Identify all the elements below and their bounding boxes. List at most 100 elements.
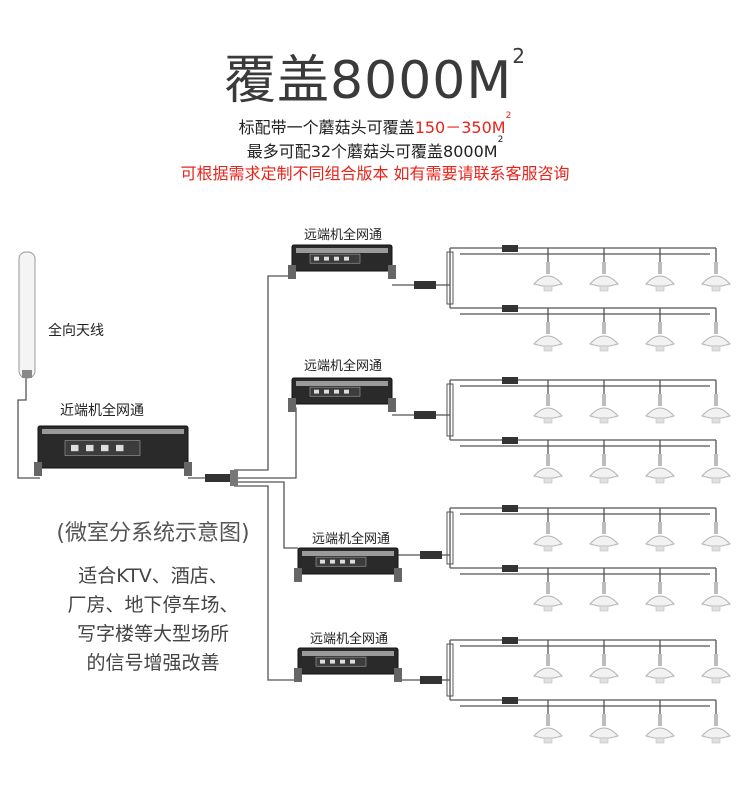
mushroom-antenna-head (589, 275, 619, 287)
antenna-tip (599, 417, 609, 424)
antenna-stem (658, 322, 662, 334)
cable (234, 275, 292, 471)
antenna-tip (655, 605, 665, 612)
mushroom-antenna-head (701, 467, 731, 479)
caption-text: (微室分系统示意图) (56, 521, 250, 546)
antenna-tip (711, 605, 721, 612)
mushroom-antenna-head (645, 275, 675, 287)
mushroom-antenna-head (533, 467, 563, 479)
mushroom-antenna-head (533, 595, 563, 607)
antenna-tip (655, 345, 665, 352)
antenna-stem (602, 714, 606, 726)
mushroom-antenna-head (645, 667, 675, 679)
mushroom-antenna-head (589, 335, 619, 347)
spec-line-max: 最多可配32个蘑菇头可覆盖8000M2 (246, 135, 504, 161)
remote-unit-3 (294, 547, 402, 582)
antenna-stem (658, 262, 662, 274)
device-indicator (340, 659, 345, 664)
use-case-line-3: 写字楼等大型场所 (76, 623, 229, 645)
mushroom-antenna-head (645, 535, 675, 547)
antenna-tip (543, 345, 553, 352)
use-case-line-2: 厂房、地下停车场、 (67, 594, 239, 616)
device-indicator (86, 444, 94, 452)
mushroom-antenna-head (701, 727, 731, 739)
mushroom-antenna-head (645, 335, 675, 347)
ceiling-antenna-1-1-3 (645, 262, 675, 292)
branch-connector (502, 305, 518, 312)
mushroom-antenna-head (645, 595, 675, 607)
ceiling-antenna-3-2-1 (533, 582, 563, 612)
device-top-panel (296, 248, 388, 253)
device-indicator (324, 389, 329, 394)
device-top-panel (302, 551, 394, 556)
mushroom-antenna-head (645, 467, 675, 479)
custom-notice: 可根据需求定制不同组合版本 如有需要请联系客服咨询 (180, 164, 570, 183)
device-indicator (314, 256, 319, 261)
device-top-panel (302, 651, 394, 656)
ceiling-antenna-1-1-4 (701, 262, 731, 292)
device-indicator (334, 256, 339, 261)
antenna-stem (602, 394, 606, 406)
antenna-tip (543, 605, 553, 612)
device-indicator (334, 389, 339, 394)
antenna-tip (655, 285, 665, 292)
cable (238, 481, 298, 549)
antenna-tip (599, 605, 609, 612)
device-indicator (71, 444, 79, 452)
antenna-stem (714, 322, 718, 334)
main-splitter (230, 470, 238, 486)
mushroom-antenna-head (645, 727, 675, 739)
device-indicator (314, 389, 319, 394)
branch-connector (502, 565, 518, 572)
antenna-stem (658, 582, 662, 594)
antenna-tip (655, 545, 665, 552)
mushroom-antenna-head (589, 595, 619, 607)
antenna-tip (543, 737, 553, 744)
ceiling-antenna-4-2-4 (701, 714, 731, 744)
ceiling-antenna-2-2-4 (701, 454, 731, 484)
cable (234, 485, 298, 681)
device-port-left (34, 462, 42, 476)
mushroom-antenna-head (533, 275, 563, 287)
ceiling-antenna-1-2-2 (589, 322, 619, 352)
antenna-tip (711, 345, 721, 352)
antenna-tip (543, 677, 553, 684)
page-title: 覆盖8000M2 (224, 44, 526, 111)
device-port-right (184, 462, 192, 476)
antenna-tip (543, 545, 553, 552)
mushroom-antenna-head (589, 467, 619, 479)
mushroom-antenna-head (645, 407, 675, 419)
antenna-stem (714, 654, 718, 666)
antenna-stem (546, 262, 550, 274)
ceiling-antenna-4-1-4 (701, 654, 731, 684)
branch-connector (502, 697, 518, 704)
ceiling-antenna-4-2-2 (589, 714, 619, 744)
antenna-tip (599, 677, 609, 684)
antenna-tip (543, 477, 553, 484)
remote-unit-2 (288, 377, 396, 412)
remote-unit-label-4: 远端机全网通 (310, 632, 389, 647)
antenna-stem (546, 522, 550, 534)
device-indicator (350, 559, 355, 564)
antenna-tip (655, 417, 665, 424)
device-port-left (294, 568, 302, 582)
ceiling-antenna-3-2-3 (645, 582, 675, 612)
antenna-stem (546, 394, 550, 406)
antenna-stem (658, 394, 662, 406)
device-indicator (116, 444, 124, 452)
ceiling-antenna-2-2-1 (533, 454, 563, 484)
remote-cable-connector (414, 281, 436, 289)
mushroom-antenna-head (589, 407, 619, 419)
coverage-range-highlight: 150－350M (414, 118, 506, 137)
remote-unit-label-3: 远端机全网通 (312, 532, 391, 547)
antenna-tip (655, 477, 665, 484)
omni-antenna (18, 251, 36, 379)
antenna-tip (543, 285, 553, 292)
remote-unit-label-1: 远端机全网通 (304, 228, 383, 243)
remote-unit-4 (294, 647, 402, 682)
antenna-tip (599, 477, 609, 484)
antenna-tip (543, 417, 553, 424)
antenna-stem (602, 262, 606, 274)
branch-splitter (446, 251, 454, 305)
device-top-panel (42, 429, 184, 434)
